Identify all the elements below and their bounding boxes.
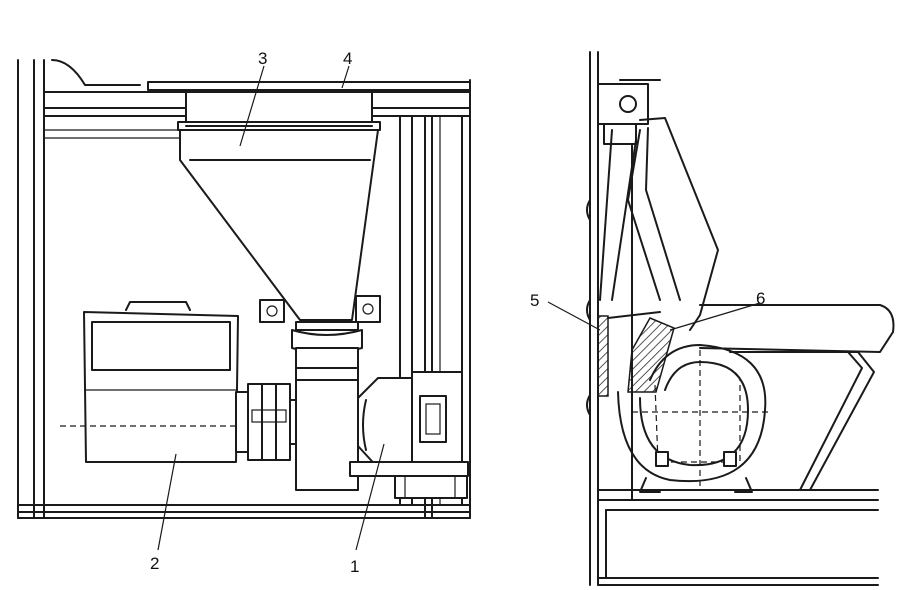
cover-plate xyxy=(147,81,471,91)
label-grille: 5 xyxy=(530,291,539,310)
air-duct xyxy=(599,127,681,301)
label-cover-plate: 4 xyxy=(343,49,352,68)
leader-lines-right xyxy=(547,301,761,331)
leader-lines-left xyxy=(157,65,385,551)
hopper xyxy=(177,91,381,369)
seat xyxy=(639,117,895,491)
label-motor: 2 xyxy=(150,554,159,573)
fan xyxy=(295,367,469,499)
fan-volute xyxy=(617,344,770,493)
window-frame xyxy=(597,79,661,145)
label-filter: 6 xyxy=(756,289,765,308)
left-view xyxy=(17,59,471,551)
label-fan: 1 xyxy=(350,557,359,576)
motor xyxy=(60,301,400,463)
right-view xyxy=(547,51,895,586)
grille xyxy=(597,315,609,397)
filter xyxy=(607,311,675,393)
label-hopper: 3 xyxy=(258,49,267,68)
